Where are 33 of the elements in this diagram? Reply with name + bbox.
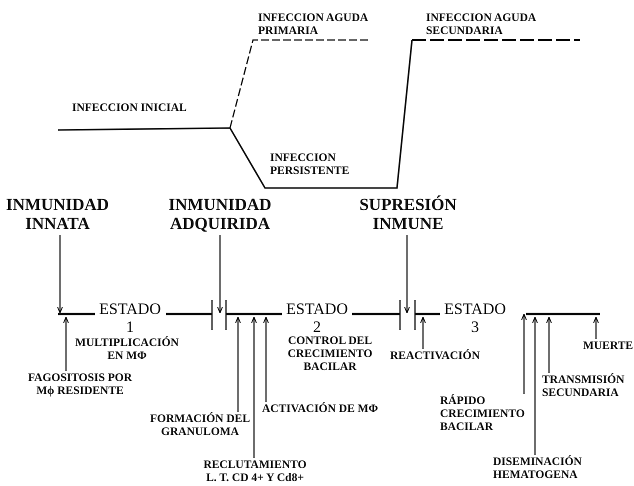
annotation-text: MULTIPLICACIÓN EN MΦ <box>74 337 180 363</box>
annotation-text: RÁPIDO CRECIMIENTO BACILAR <box>440 395 532 434</box>
annotation-text: DISEMINACIÓN HEMATOGENA <box>493 456 593 482</box>
arrow <box>532 316 538 455</box>
curve-label: INFECCION INICIAL <box>72 102 187 115</box>
stage-label: ESTADO 1 <box>98 301 162 336</box>
arrow <box>420 316 426 349</box>
arrow <box>251 316 257 458</box>
annotation-text: MUERTE <box>583 340 634 353</box>
stage-label: ESTADO 3 <box>443 301 507 337</box>
curve-label: INFECCION AGUDA PRIMARIA <box>258 12 369 38</box>
arrow <box>57 235 63 314</box>
heading-text: INMUNIDAD ADQUIRIDA <box>160 195 280 234</box>
annotation-text: FAGOSITOSIS POR Mϕ RESIDENTE <box>20 372 140 398</box>
annotation-text: FORMACIÓN DEL GRANULOMA <box>150 413 250 439</box>
curve-label: INFECCION AGUDA SECUNDARIA <box>426 12 537 38</box>
arrow <box>217 235 223 314</box>
arrow <box>235 316 241 412</box>
arrow <box>521 314 527 394</box>
arrow <box>593 316 599 339</box>
arrow <box>263 316 269 402</box>
arrow <box>404 235 410 314</box>
heading-text: INMUNIDAD INNATA <box>0 195 115 234</box>
curve-label: INFECCION PERSISTENTE <box>270 152 350 178</box>
annotation-text: CONTROL DEL CRECIMIENTO BACILAR <box>286 335 374 374</box>
annotation-text: TRANSMISIÓN SECUNDARIA <box>542 374 630 400</box>
arrow <box>546 316 552 373</box>
annotation-text: RECLUTAMIENTO L. T. CD 4+ Y Cd8+ <box>200 459 310 485</box>
annotation-text: ACTIVACIÓN DE MΦ <box>262 403 378 416</box>
heading-text: SUPRESIÓN INMUNE <box>348 195 468 234</box>
arrow <box>63 316 69 371</box>
stage-label: ESTADO 2 <box>285 301 349 336</box>
annotation-text: REACTIVACIÓN <box>390 350 480 363</box>
